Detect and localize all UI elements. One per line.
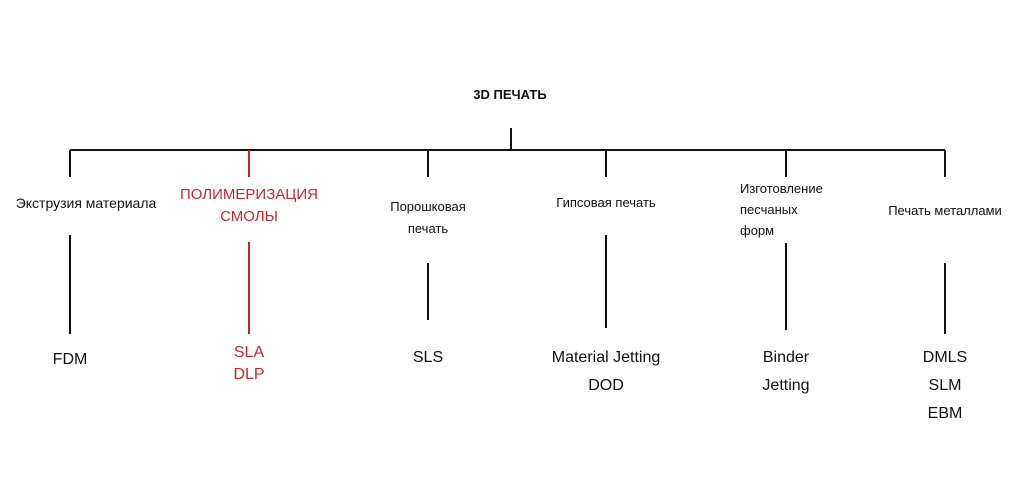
- leaf-binder: Binder: [762, 349, 810, 366]
- leaf-sla: SLA: [233, 344, 265, 361]
- branch-1-label: Экструзия материала: [0, 196, 172, 210]
- leaf-slm: SLM: [928, 377, 962, 394]
- branch-4-leaves: Material Jetting DOD: [523, 344, 689, 400]
- branch-1-label-line-1: Экструзия материала: [15, 195, 157, 211]
- branch-4-label: Гипсовая печать: [530, 196, 682, 209]
- branch-1-leaves: FDM: [20, 346, 120, 374]
- leaf-dmls: DMLS: [922, 349, 968, 366]
- branch-5-label-line-1: Изготовление: [740, 181, 823, 196]
- branch-6-leaves: DMLS SLM EBM: [885, 344, 1005, 428]
- leaf-ebm: EBM: [927, 405, 963, 422]
- leaf-dod: DOD: [588, 377, 624, 394]
- branch-6-label-line-1: Печать металлами: [888, 203, 1002, 218]
- branch-2-label: ПОЛИМЕРИЗАЦИЯ СМОЛЫ: [169, 184, 329, 228]
- leaf-sls: SLS: [412, 349, 444, 366]
- branch-3-label-line-1: Порошковая: [390, 199, 466, 214]
- branch-2-label-line-1: ПОЛИМЕРИЗАЦИЯ: [180, 186, 318, 203]
- branch-6-label: Печать металлами: [868, 204, 1022, 217]
- branch-2-label-line-2: СМОЛЫ: [220, 208, 278, 225]
- root-title: 3D ПЕЧАТЬ: [473, 87, 547, 102]
- leaf-jetting: Jetting: [762, 377, 810, 394]
- leaf-dlp: DLP: [233, 366, 265, 383]
- branch-5-label: Изготовление песчаных форм: [724, 178, 848, 241]
- branch-5-label-line-3: форм: [740, 223, 775, 238]
- leaf-material-jetting: Material Jetting: [551, 349, 661, 366]
- branch-3-label-line-2: печать: [407, 221, 449, 236]
- branch-3-leaves: SLS: [378, 344, 478, 372]
- leaf-fdm: FDM: [52, 351, 88, 368]
- branch-5-leaves: Binder Jetting: [726, 344, 846, 400]
- branch-2-leaves: SLA DLP: [199, 342, 299, 386]
- branch-4-label-line-1: Гипсовая печать: [556, 195, 656, 210]
- branch-5-label-line-2: песчаных: [740, 202, 798, 217]
- branch-3-label: Порошковая печать: [368, 196, 488, 240]
